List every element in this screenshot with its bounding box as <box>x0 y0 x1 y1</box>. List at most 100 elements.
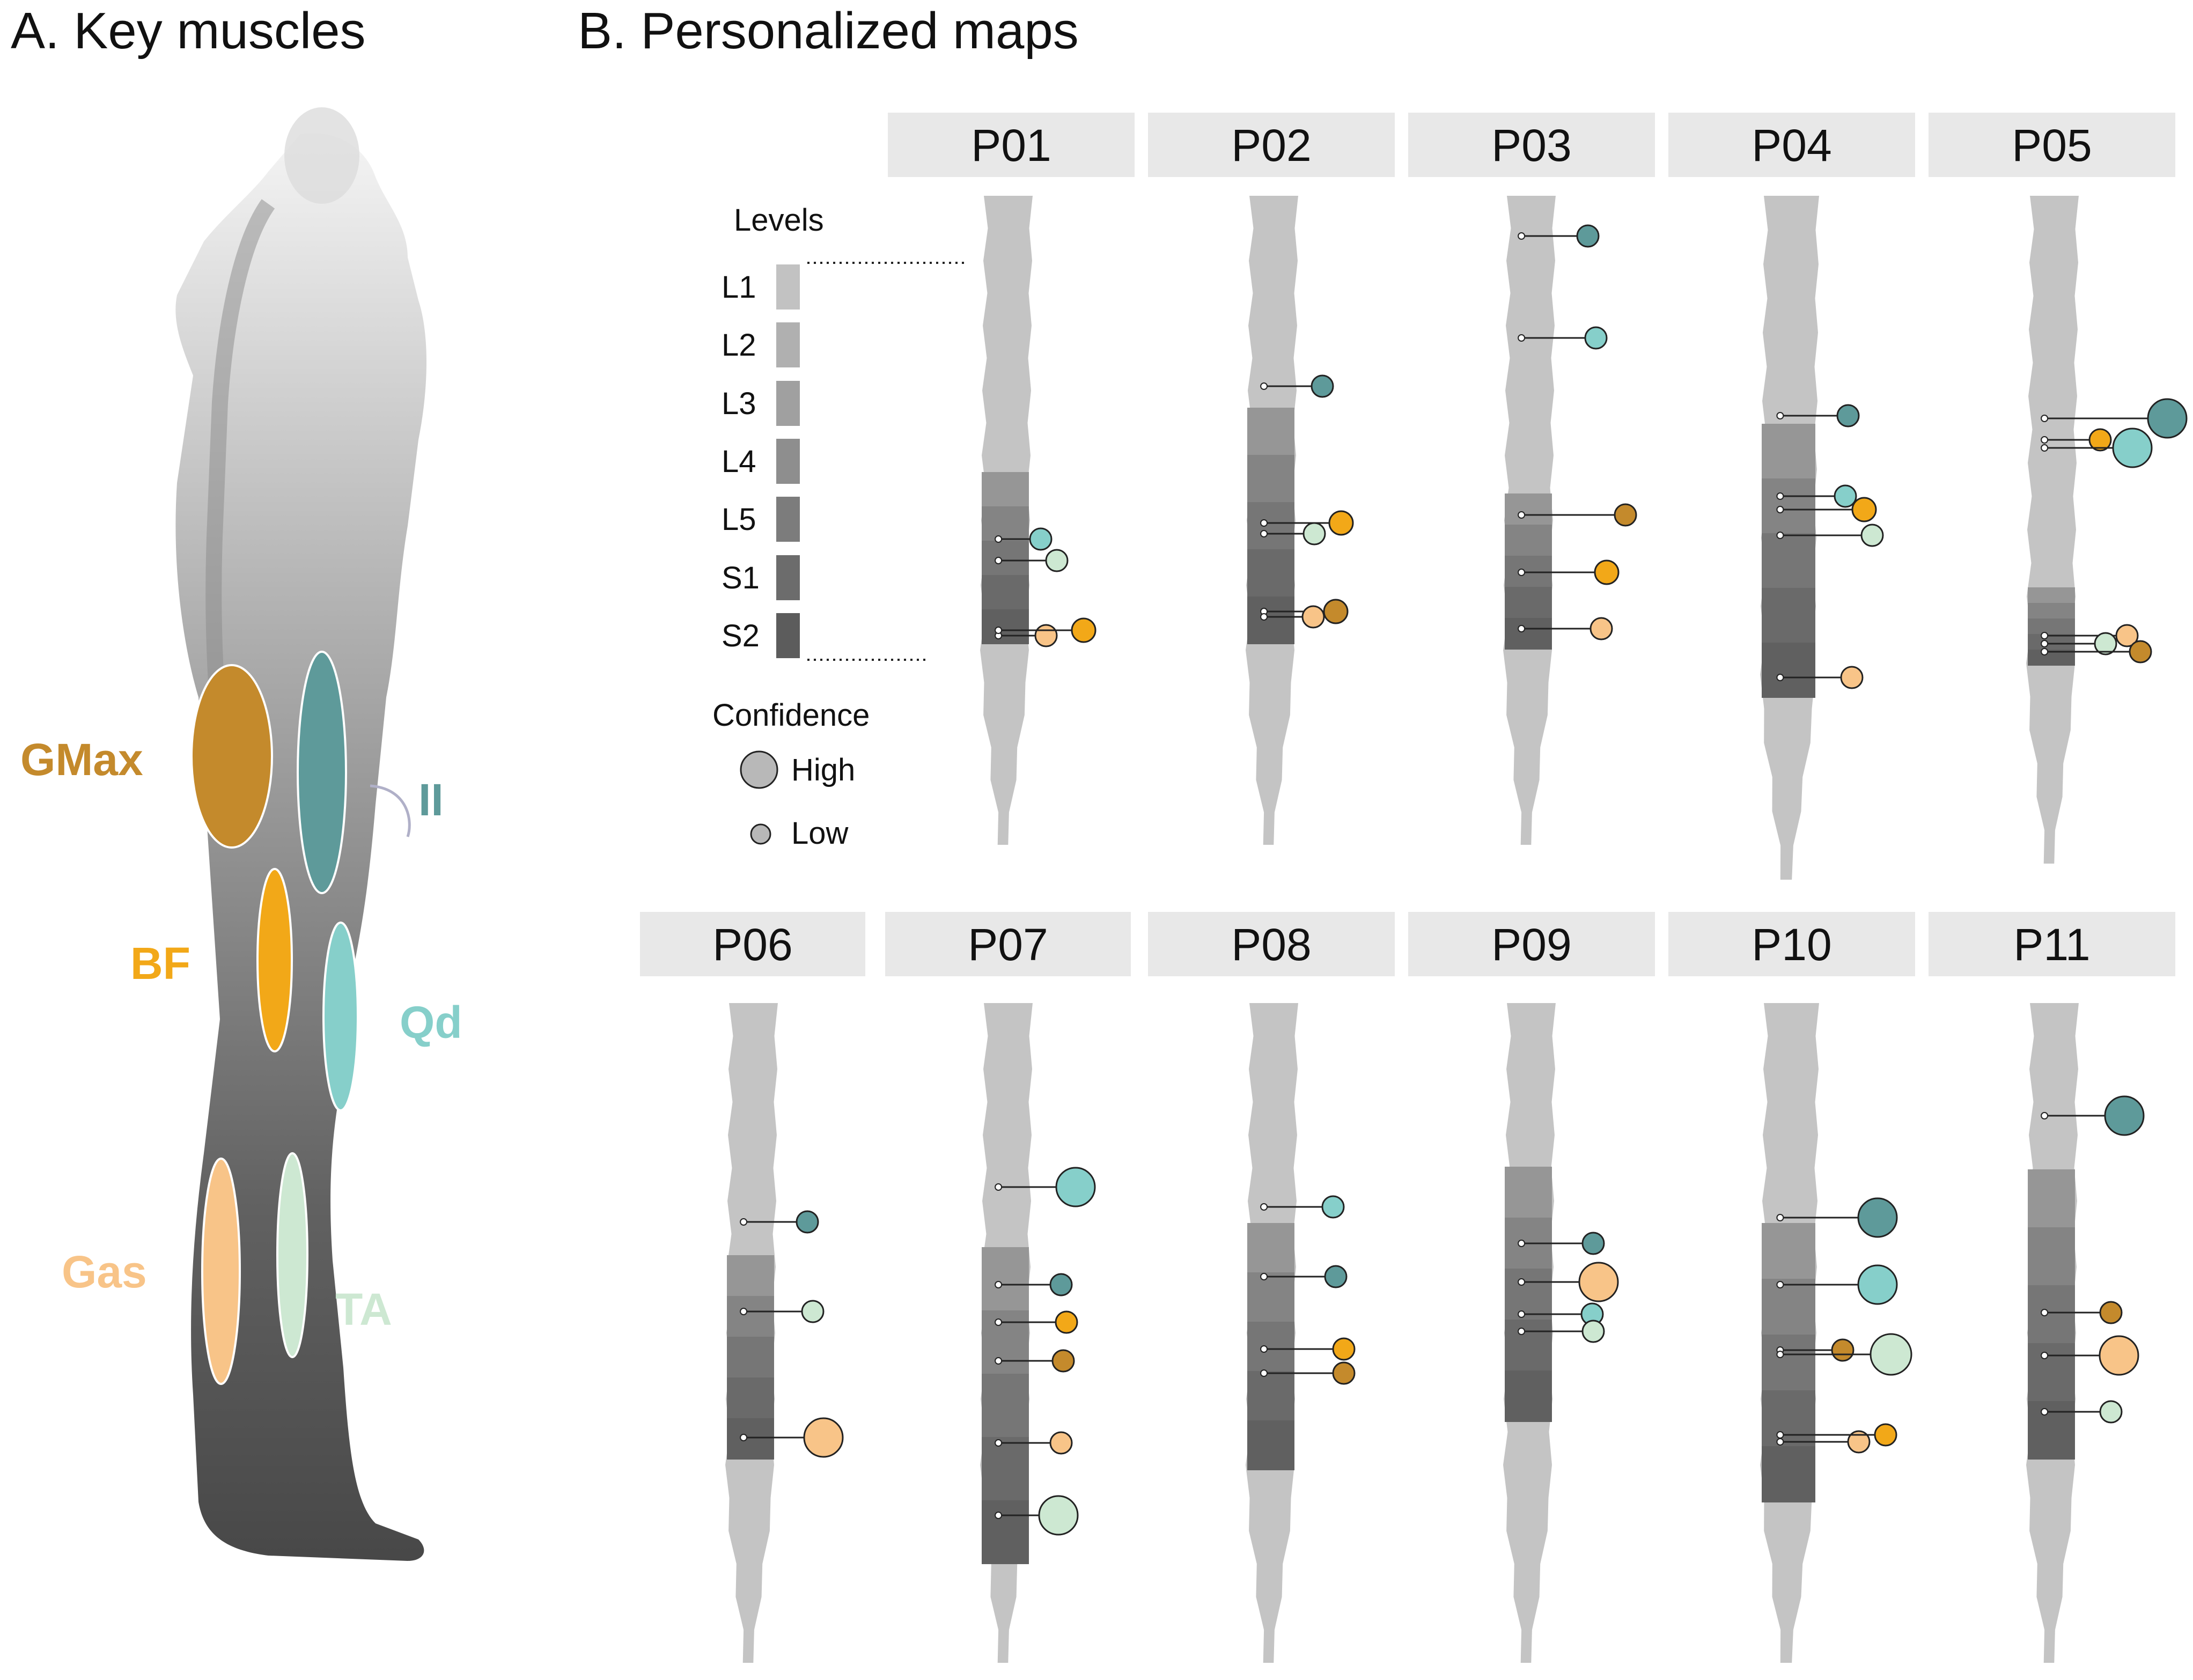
muscle-label-gmax: GMax <box>20 734 143 785</box>
header-p02 <box>1148 113 1395 177</box>
marker-gmax-p10 <box>1831 1338 1855 1362</box>
panel-a-title: A. Key muscles <box>11 2 366 60</box>
cord-level-band-p02 <box>1247 502 1294 550</box>
legend-swatch-s2 <box>776 613 800 658</box>
marker-origin-p08 <box>1260 1273 1268 1280</box>
marker-origin-p02 <box>1260 519 1268 527</box>
cord-p08 <box>1246 1003 1356 1663</box>
cord-level-band-p08 <box>1247 1272 1294 1322</box>
marker-bf-p04 <box>1851 497 1877 522</box>
cord-level-band-p04 <box>1762 643 1815 698</box>
cord-level-band-p08 <box>1247 1371 1294 1421</box>
marker-gas-p11 <box>2099 1335 2139 1376</box>
marker-origin-p10 <box>1776 1214 1784 1221</box>
marker-qd-p10 <box>1857 1264 1898 1305</box>
cord-level-band-p11 <box>2028 1401 2075 1460</box>
marker-origin-p06 <box>740 1308 748 1315</box>
marker-origin-p07 <box>995 1281 1003 1288</box>
cord-level-band-p06 <box>727 1337 774 1378</box>
marker-origin-p10 <box>1776 1281 1784 1288</box>
marker-origin-p03 <box>1518 511 1526 519</box>
marker-origin-p07 <box>995 1318 1003 1326</box>
legend-level-s1: S1 <box>722 561 760 595</box>
cord-level-band-p06 <box>727 1377 774 1419</box>
cord-p02 <box>1246 196 1354 845</box>
legend-level-l4: L4 <box>722 444 756 479</box>
cord-level-band-p06 <box>727 1296 774 1337</box>
cord-level-band-p07 <box>982 1500 1029 1564</box>
muscle-label-bf: BF <box>130 938 190 989</box>
participant-label-p05: P05 <box>2012 120 2092 171</box>
marker-origin-p10 <box>1776 1351 1784 1358</box>
marker-gas-p04 <box>1840 666 1864 689</box>
marker-gas-p02 <box>1301 605 1325 629</box>
cord-p11 <box>2026 1003 2145 1663</box>
ii-muscle-shape <box>297 651 347 894</box>
marker-gmax-p05 <box>2129 640 2152 664</box>
marker-origin-p09 <box>1518 1240 1526 1247</box>
marker-bf-p05 <box>2088 428 2112 452</box>
cord-level-band-p09 <box>1505 1269 1552 1320</box>
muscle-label-ii: II <box>418 775 444 825</box>
spinal-cord-maps <box>725 196 2188 1663</box>
cord-level-band-p07 <box>982 1310 1029 1374</box>
cord-level-band-p06 <box>727 1418 774 1460</box>
legend-swatch-l4 <box>776 439 800 484</box>
bf-muscle-shape <box>256 868 293 1052</box>
cord-level-band-p03 <box>1505 493 1552 525</box>
cord-level-band-p10 <box>1762 1390 1815 1447</box>
cord-p03 <box>1503 196 1637 845</box>
cord-level-band-p07 <box>982 1247 1029 1311</box>
marker-origin-p04 <box>1776 674 1784 681</box>
cord-level-band-p02 <box>1247 455 1294 503</box>
marker-origin-p10 <box>1776 1431 1784 1439</box>
ii-pointer-line <box>370 784 411 837</box>
marker-gmax-p07 <box>1051 1349 1075 1373</box>
marker-origin-p11 <box>2041 1309 2049 1316</box>
qd-muscle-shape <box>322 922 359 1111</box>
marker-origin-p03 <box>1518 232 1526 240</box>
marker-ta-p07 <box>1038 1495 1079 1536</box>
marker-ii-p10 <box>1857 1197 1898 1238</box>
marker-origin-p02 <box>1260 613 1268 621</box>
marker-ta-p09 <box>1581 1320 1605 1343</box>
marker-origin-p08 <box>1260 1345 1268 1353</box>
participant-label-p04: P04 <box>1752 120 1831 171</box>
marker-origin-p01 <box>995 535 1003 543</box>
cord-level-band-p01 <box>982 472 1029 507</box>
cord-level-band-p09 <box>1505 1167 1552 1218</box>
marker-ii-p03 <box>1576 224 1600 248</box>
muscle-label-gas: Gas <box>62 1247 147 1297</box>
legend-levels-title: Levels <box>734 203 824 238</box>
header-p01 <box>888 113 1135 177</box>
cord-level-band-p04 <box>1762 424 1815 479</box>
legend-high-marker <box>740 750 778 789</box>
marker-origin-p01 <box>995 627 1003 634</box>
participant-label-p08: P08 <box>1231 919 1311 970</box>
marker-origin-p11 <box>2041 1352 2049 1359</box>
legend-swatch-l1 <box>776 264 800 310</box>
cord-level-band-p11 <box>2028 1227 2075 1286</box>
marker-origin-p08 <box>1260 1203 1268 1211</box>
marker-origin-p03 <box>1518 334 1526 342</box>
cord-level-band-p02 <box>1247 408 1294 455</box>
marker-bf-p08 <box>1332 1337 1356 1361</box>
participant-label-p11: P11 <box>2013 919 2090 970</box>
cord-level-band-p08 <box>1247 1322 1294 1372</box>
marker-gas-p03 <box>1589 617 1613 640</box>
cord-level-band-p01 <box>982 609 1029 644</box>
marker-origin-p05 <box>2041 415 2049 422</box>
marker-gmax-p08 <box>1332 1361 1356 1385</box>
legend-level-l3: L3 <box>722 386 756 421</box>
marker-qd-p01 <box>1029 527 1053 551</box>
cord-level-band-p10 <box>1762 1223 1815 1279</box>
participant-label-p02: P02 <box>1231 120 1311 171</box>
muscle-label-ta: TA <box>335 1284 392 1335</box>
marker-origin-p08 <box>1260 1369 1268 1377</box>
marker-qd-p08 <box>1321 1195 1345 1219</box>
marker-gmax-p03 <box>1614 503 1637 527</box>
legend-swatch-s1 <box>776 555 800 600</box>
marker-ta-p11 <box>2099 1400 2123 1424</box>
cord-level-band-p03 <box>1505 525 1552 556</box>
marker-origin-p04 <box>1776 532 1784 539</box>
